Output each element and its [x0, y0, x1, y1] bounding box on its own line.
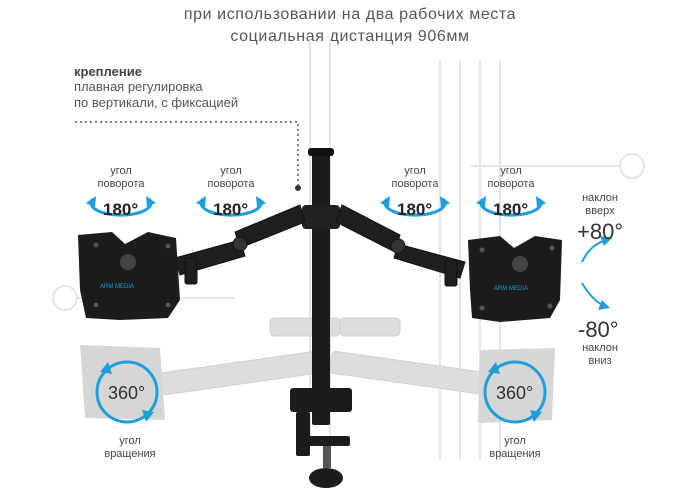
- tilt-up-arrowhead: [600, 236, 612, 246]
- right-arm: [335, 204, 466, 287]
- pole: [312, 150, 330, 425]
- rotation-arrowheads: [100, 362, 542, 422]
- rotation-label-right: угол вращения: [480, 435, 550, 461]
- pole-cap: [308, 148, 334, 156]
- rotation-degrees-right: 360°: [496, 383, 534, 403]
- vesa-plate-left: ARM MEDIA: [78, 232, 180, 320]
- swivel-arrow-4: [479, 198, 543, 217]
- swivel-degrees-4: 180°: [493, 200, 529, 219]
- swivel-label-1-line-1: угол: [110, 165, 132, 177]
- swivel-arrow-1: [89, 198, 153, 217]
- swivel-label-3-line-1: угол: [404, 165, 426, 177]
- swivel-label-4-line-2: поворота: [487, 178, 535, 190]
- header-line-2: социальная дистанция 906мм: [230, 28, 470, 45]
- rotation-arrows: [95, 360, 547, 424]
- swivel-label-4: угол поворота: [476, 165, 546, 191]
- tilt-up-label-line-1: наклон: [582, 192, 618, 204]
- swivel-degrees-2: 180°: [213, 200, 249, 219]
- tilt-down-label-line-2: вниз: [588, 355, 612, 367]
- tilt-down-label: наклон вниз: [572, 342, 628, 368]
- swivel-degrees-3: 180°: [397, 200, 433, 219]
- swivel-label-3-line-2: поворота: [391, 178, 439, 190]
- desk-clamp: [290, 388, 352, 488]
- rotation-label-left: угол вращения: [95, 435, 165, 461]
- swivel-label-2-line-2: поворота: [207, 178, 255, 190]
- swivel-label-4-line-1: угол: [500, 165, 522, 177]
- left-arm: [174, 204, 306, 285]
- tilt-down-arrowhead: [598, 300, 610, 310]
- swivel-label-2-line-1: угол: [220, 165, 242, 177]
- swivel-arrows: [89, 198, 543, 217]
- tilt-up-value: +80°: [577, 219, 624, 244]
- rotation-degrees-left: 360°: [108, 383, 146, 403]
- swivel-label-2: угол поворота: [196, 165, 266, 191]
- rotation-label-right-line-2: вращения: [489, 448, 541, 460]
- rotation-label-left-line-2: вращения: [104, 448, 156, 460]
- swivel-label-3: угол поворота: [380, 165, 450, 191]
- tilt-down-value: -80°: [578, 317, 619, 342]
- ghost-vesa-left: [80, 345, 165, 420]
- mount-title: крепление: [74, 64, 142, 79]
- mount-pointer-dot: [295, 185, 301, 191]
- swivel-arrowheads: [86, 196, 546, 207]
- mount-pointer-line: [75, 121, 299, 185]
- brand-label-right: ARM MEDIA: [494, 286, 528, 292]
- brand-label-left: ARM MEDIA: [100, 284, 134, 290]
- swivel-arrow-2: [199, 198, 263, 217]
- swivel-label-1-line-2: поворота: [97, 178, 145, 190]
- swivel-arrow-3: [383, 198, 447, 217]
- tilt-down-arrow: [581, 282, 605, 307]
- rotation-label-right-line-1: угол: [504, 435, 526, 447]
- vesa-plate-right: ARM MEDIA: [468, 236, 562, 322]
- pole-collar: [302, 205, 340, 229]
- header-line-1: при использовании на два рабочих места: [183, 6, 517, 23]
- swivel-label-1: угол поворота: [86, 165, 156, 191]
- tilt-down-label-line-1: наклон: [582, 342, 618, 354]
- rotation-label-left-line-1: угол: [119, 435, 141, 447]
- mount-line-2: по вертикали, с фиксацией: [74, 95, 239, 110]
- mount-line-1: плавная регулировка: [74, 79, 203, 94]
- swivel-degrees-1: 180°: [103, 200, 139, 219]
- tilt-up-label-line-2: вверх: [585, 205, 615, 217]
- tilt-up-label: наклон вверх: [572, 192, 628, 218]
- mount-description: крепление плавная регулировка по вертика…: [74, 64, 238, 111]
